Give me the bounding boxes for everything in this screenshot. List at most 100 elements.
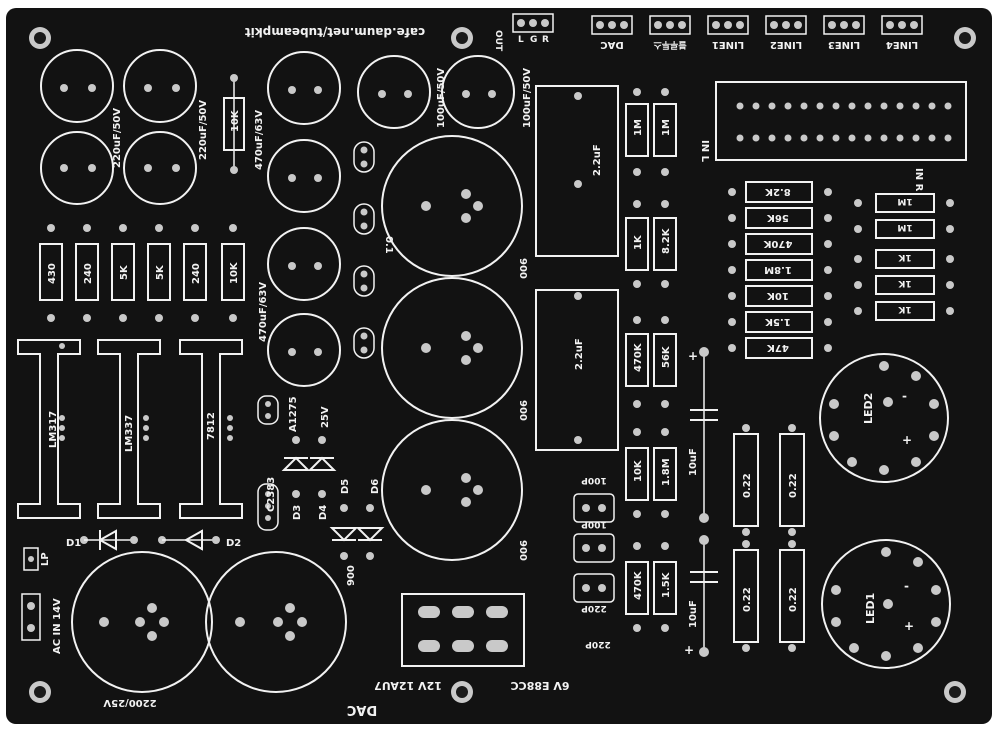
- resistors-022: 0.22 0.22 0.22 0.22: [733, 424, 805, 652]
- caps-470uf: 470uF/63V: [258, 51, 341, 387]
- rr-6: 47K: [766, 342, 789, 353]
- diode-d6: D6: [370, 479, 381, 494]
- plus-b: +: [684, 643, 694, 657]
- r022-a: 0.22: [742, 473, 753, 498]
- cap-01-label: 0.1: [383, 236, 394, 254]
- res-1-5k: 1.5K: [661, 571, 672, 598]
- led1-minus: -: [904, 579, 909, 593]
- res-1m-a: 1M: [633, 119, 644, 136]
- input-dac: DAC: [600, 39, 623, 50]
- led2-plus: +: [902, 433, 912, 447]
- out-pin-l: L: [518, 35, 524, 45]
- input-bt: 블루투스: [653, 39, 687, 50]
- url-text: cafe.daum.net/tubeampkit: [245, 25, 426, 39]
- main-cap-900: 900: [346, 565, 357, 586]
- reg-7812: 7812: [206, 412, 217, 440]
- cap-10uf-b: 10uF: [688, 600, 699, 628]
- film-cap-1-label: 2.2uF: [592, 144, 603, 176]
- tube-socket-led1: LED1 - +: [821, 539, 951, 669]
- res-1m-b: 1M: [661, 119, 672, 136]
- r022-b: 0.22: [788, 473, 799, 498]
- led1-label: LED1: [864, 593, 877, 624]
- big-cap-2-label: 900: [517, 400, 528, 421]
- diode-d3: D3: [292, 505, 303, 520]
- regulators: LM317 LM337 7812: [17, 339, 243, 519]
- plus-a: +: [688, 349, 698, 363]
- lr-2: 5K: [119, 264, 130, 280]
- far-right-resistors: 1M 1M 1K 1K 1K: [854, 193, 954, 321]
- cap-100-b-label: 100uF/50V: [522, 68, 533, 128]
- transistors: A1275 25V C2383: [257, 395, 331, 531]
- fr-0: 1M: [897, 196, 912, 206]
- center-resistors: 1M 1M 1K 8.2K 470K 56K 10K 1.8M 470K 1.5…: [625, 88, 677, 632]
- fr-3: 1K: [897, 278, 911, 288]
- lr-5: 10K: [229, 261, 240, 284]
- reg-lm337: LM337: [124, 415, 135, 452]
- cap-220p-b: 220P: [585, 639, 611, 649]
- main-cap-label: 2200/25V: [103, 697, 156, 708]
- led2-label: LED2: [862, 393, 875, 424]
- mounting-holes: [29, 27, 976, 703]
- tr-a1275: A1275: [288, 396, 299, 432]
- tube-header: 12V 12AU7 6V E88CC: [374, 593, 570, 692]
- input-line1: LINE1: [712, 39, 744, 50]
- rr-4: 10K: [766, 290, 789, 301]
- input-line2: LINE2: [770, 39, 802, 50]
- cap-100p-b: 100P: [581, 519, 607, 529]
- cap-100p-a: 100P: [581, 475, 607, 485]
- cap-100-a-label: 100uF/50V: [436, 68, 447, 128]
- dac-label-bottom: DAC: [347, 702, 377, 717]
- input-line4: LINE4: [886, 39, 918, 50]
- cap-470-b-label: 470uF/63V: [258, 282, 269, 342]
- tube-socket-led2: LED2 - +: [819, 353, 949, 483]
- tube-12au7: 12V 12AU7: [374, 679, 442, 692]
- res-10k-b: 10K: [633, 459, 644, 482]
- fr-2: 1K: [897, 252, 911, 262]
- big-cap-3-label: 900: [517, 540, 528, 561]
- in-l-label: IN L: [699, 140, 710, 163]
- out-connector: OUT L G R: [493, 13, 554, 52]
- lr-1: 240: [83, 263, 94, 284]
- big-cap-1-label: 900: [517, 258, 528, 279]
- power-input: LP AC IN 14V: [21, 547, 63, 654]
- r022-d: 0.22: [788, 587, 799, 612]
- out-label: OUT: [493, 30, 503, 52]
- fr-4: 1K: [897, 304, 911, 314]
- rr-1: 56K: [766, 212, 789, 223]
- cap-rating-a: 220uF/50V: [112, 108, 123, 168]
- rr-0: 8.2K: [764, 186, 791, 197]
- film-caps: 2.2uF 2.2uF: [535, 85, 619, 451]
- res-10k-top-label: 10K: [230, 109, 241, 132]
- main-caps: 2200/25V 900: [71, 551, 357, 708]
- res-1k: 1K: [633, 234, 644, 250]
- res-470k-b: 470K: [633, 570, 644, 600]
- ac-in-label: AC IN 14V: [52, 598, 63, 654]
- film-cap-2-label: 2.2uF: [574, 338, 585, 370]
- res-8-2k: 8.2K: [661, 227, 672, 254]
- caps-100uf: 100uF/50V 100uF/50V: [357, 55, 533, 129]
- led1-plus: +: [904, 619, 914, 633]
- cap-10uf-a: 10uF: [688, 448, 699, 476]
- input-connectors: DAC 블루투스 LINE1 LINE2 LINE3 LINE4: [591, 15, 923, 50]
- reg-lm317: LM317: [48, 411, 59, 448]
- resistor-10k-top: 10K 470uF/63V: [223, 74, 265, 174]
- out-pin-g: G: [530, 35, 537, 45]
- cap-01-pads: 0.1: [353, 141, 394, 359]
- caps-10uf: + 10uF + 10uF: [684, 347, 718, 657]
- diode-d2: D2: [226, 538, 241, 549]
- diode-d1: D1: [66, 538, 81, 549]
- diodes: D3 D4 D5 D6 D1 D2: [66, 436, 385, 560]
- left-resistors: 430 240 5K 5K 240 10K: [39, 224, 245, 322]
- big-caps: 900 900 900: [381, 135, 528, 561]
- cap-rating-b: 220uF/50V: [198, 100, 209, 160]
- tube-e88cc: 6V E88CC: [511, 679, 570, 692]
- rr-3: 1.8M: [764, 264, 792, 275]
- out-pin-r: R: [542, 35, 549, 45]
- ceramic-caps: 100P 100P 220P 220P: [573, 475, 615, 649]
- lr-0: 430: [47, 263, 58, 284]
- res-1-8m: 1.8M: [661, 458, 672, 486]
- fr-1: 1M: [897, 222, 912, 232]
- right-resistors: 8.2K 56K 470K 1.8M 10K 1.5K 47K: [728, 181, 832, 359]
- res-470k-a: 470K: [633, 342, 644, 372]
